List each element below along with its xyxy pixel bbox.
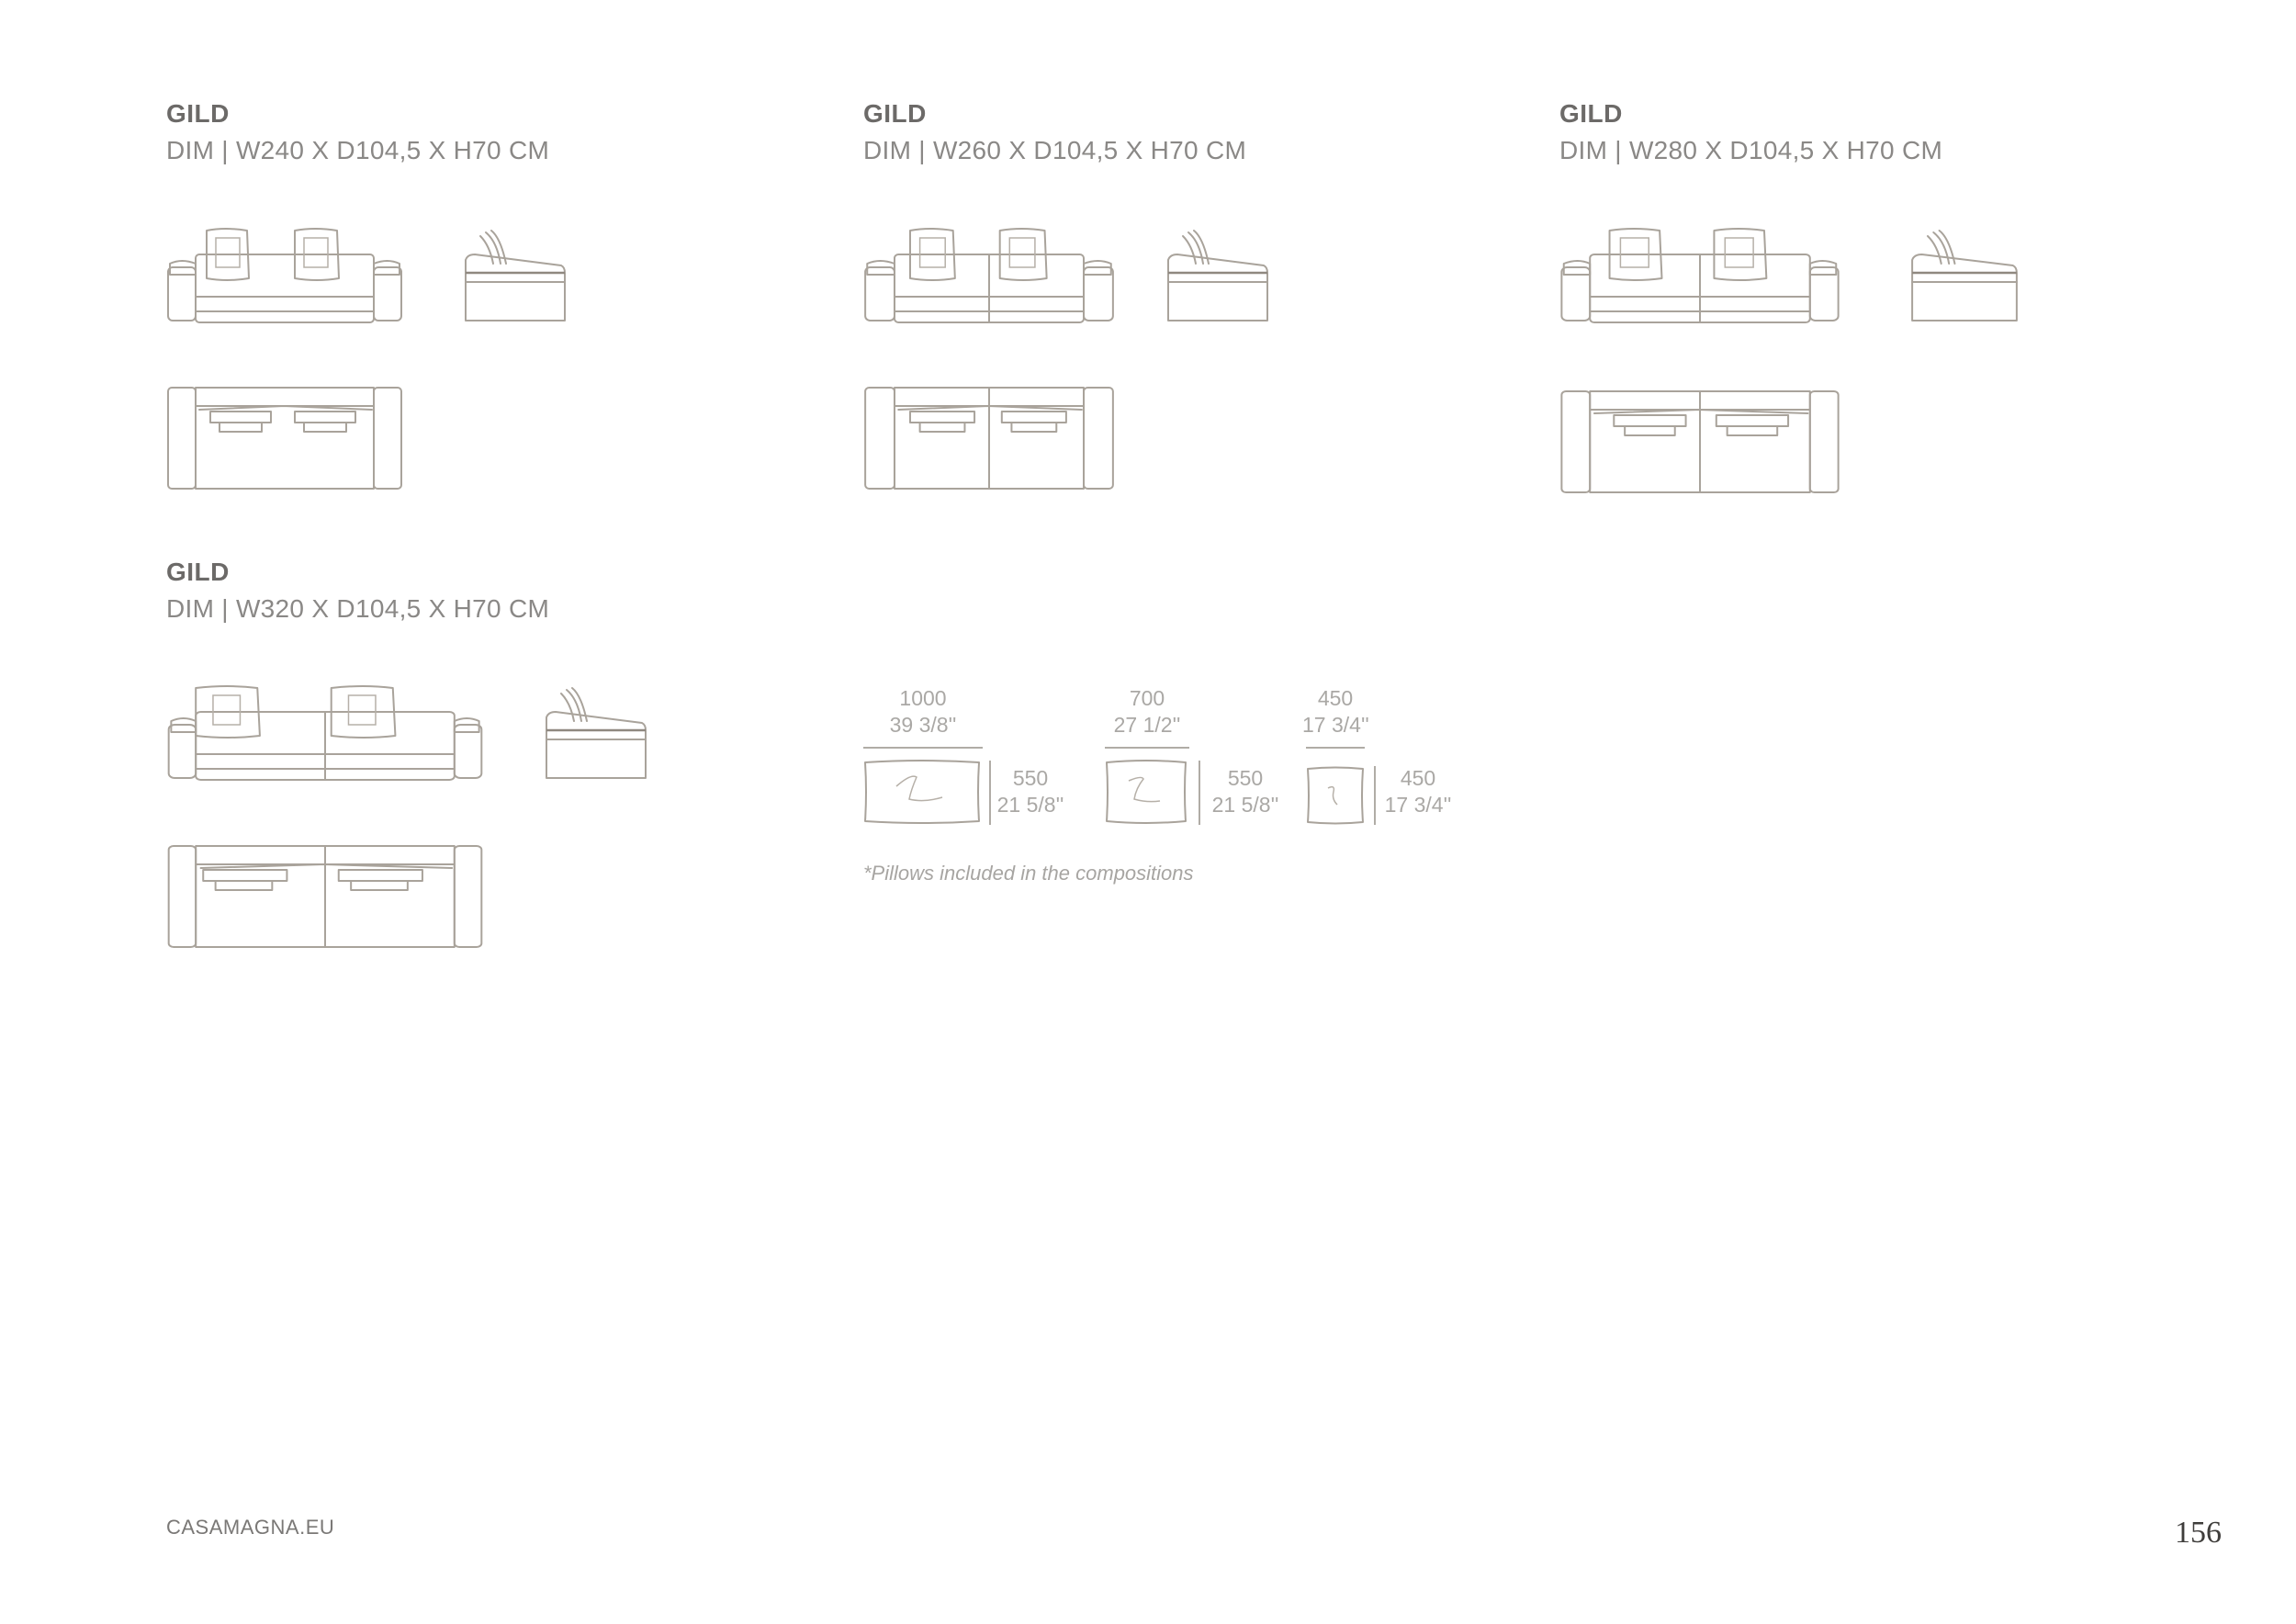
pillow-large-drawing <box>863 759 981 825</box>
pillow-height-rule <box>1374 766 1376 825</box>
sofa-front-view <box>166 227 403 324</box>
footer-site: CASAMAGNA.EU <box>166 1516 335 1539</box>
pillow-width-in: 39 3/8'' <box>889 713 957 737</box>
pillow-height-rule <box>989 761 991 825</box>
pillow-width-label: 700 27 1/2'' <box>1105 685 1189 739</box>
pillow-width-label: 450 17 3/4'' <box>1302 685 1369 739</box>
pillow-width-label: 1000 39 3/8'' <box>863 685 983 739</box>
pillow-medium-drawing <box>1105 759 1187 825</box>
pillow-height-mm: 450 <box>1400 766 1436 790</box>
sofa-top-view <box>1559 389 1840 494</box>
sofa-side-view <box>464 227 567 324</box>
sofa-front-view <box>1559 227 1840 324</box>
pillow-width-mm: 700 <box>1129 686 1165 710</box>
pillow-note: *Pillows included in the compositions <box>863 862 1194 885</box>
sofa-top-view <box>166 386 403 491</box>
pillow-height-in: 21 5/8'' <box>996 793 1064 817</box>
pillow-height-rule <box>1199 761 1200 825</box>
product-dimensions: DIM | W240 X D104,5 X H70 CM <box>166 136 550 164</box>
pillow-width-in: 27 1/2'' <box>1113 713 1181 737</box>
pillow-height-label: 450 17 3/4'' <box>1381 765 1455 818</box>
pillow-width-rule <box>1105 747 1189 749</box>
pillow-small-drawing <box>1306 766 1365 825</box>
product-dimensions: DIM | W280 X D104,5 X H70 CM <box>1559 136 1943 164</box>
product-name: GILD <box>863 99 927 128</box>
sofa-side-view <box>1910 227 2019 324</box>
pillow-width-mm: 450 <box>1317 686 1354 710</box>
sofa-top-view <box>166 844 484 949</box>
pillow-width-mm: 1000 <box>899 686 947 710</box>
pillow-height-mm: 550 <box>1227 766 1264 790</box>
pillow-height-mm: 550 <box>1012 766 1049 790</box>
sofa-side-view <box>545 684 647 782</box>
pillow-width-rule <box>863 747 983 749</box>
pillow-height-label: 550 21 5/8'' <box>994 765 1067 818</box>
product-dimensions: DIM | W320 X D104,5 X H70 CM <box>166 594 550 623</box>
sofa-top-view <box>863 386 1115 491</box>
pillow-width-rule <box>1306 747 1365 749</box>
product-dimensions: DIM | W260 X D104,5 X H70 CM <box>863 136 1247 164</box>
page-number: 156 <box>2175 1516 2222 1550</box>
pillow-width-in: 17 3/4'' <box>1302 713 1369 737</box>
sofa-side-view <box>1166 227 1269 324</box>
product-name: GILD <box>166 558 230 586</box>
product-name: GILD <box>166 99 230 128</box>
pillow-height-in: 21 5/8'' <box>1211 793 1279 817</box>
sofa-front-view <box>166 684 484 782</box>
sofa-front-view <box>863 227 1115 324</box>
pillow-height-label: 550 21 5/8'' <box>1209 765 1282 818</box>
pillow-height-in: 17 3/4'' <box>1384 793 1452 817</box>
product-name: GILD <box>1559 99 1623 128</box>
